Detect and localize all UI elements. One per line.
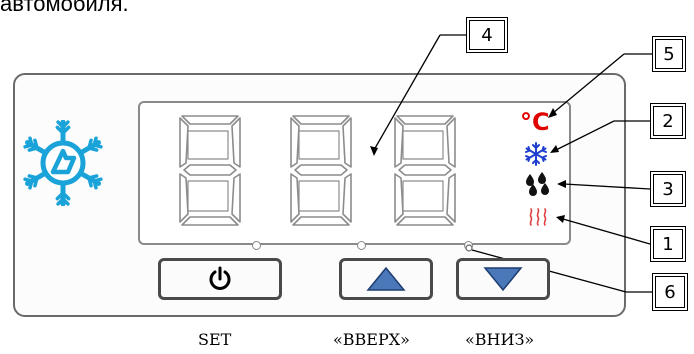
defrost-drops-icon [526, 172, 549, 196]
down-button-label: «ВНИЗ» [465, 330, 535, 349]
snowflake-logo-icon [23, 120, 103, 206]
callout-4: 4 [466, 17, 508, 53]
callout-1: 1 [650, 226, 686, 262]
decimal-point-1 [252, 241, 261, 250]
set-button[interactable] [158, 258, 282, 300]
triangle-up-icon [366, 266, 406, 291]
callout-3: 3 [650, 171, 686, 207]
power-icon [209, 266, 231, 290]
set-button-label: SET [198, 330, 232, 349]
heater-icon [529, 208, 547, 226]
callout-2: 2 [650, 103, 686, 139]
up-button-label: «ВВЕРХ» [333, 330, 410, 349]
callout-6: 6 [652, 273, 688, 311]
snowflake-icon [525, 142, 547, 166]
callout-5: 5 [652, 36, 686, 72]
celsius-indicator: °C [520, 108, 550, 136]
decimal-point-2 [357, 241, 366, 250]
triangle-down-icon [483, 267, 523, 292]
up-button[interactable] [339, 258, 433, 300]
down-button[interactable] [456, 258, 550, 300]
caption-fragment: автомобиля. [0, 0, 129, 16]
led-display [138, 101, 571, 245]
